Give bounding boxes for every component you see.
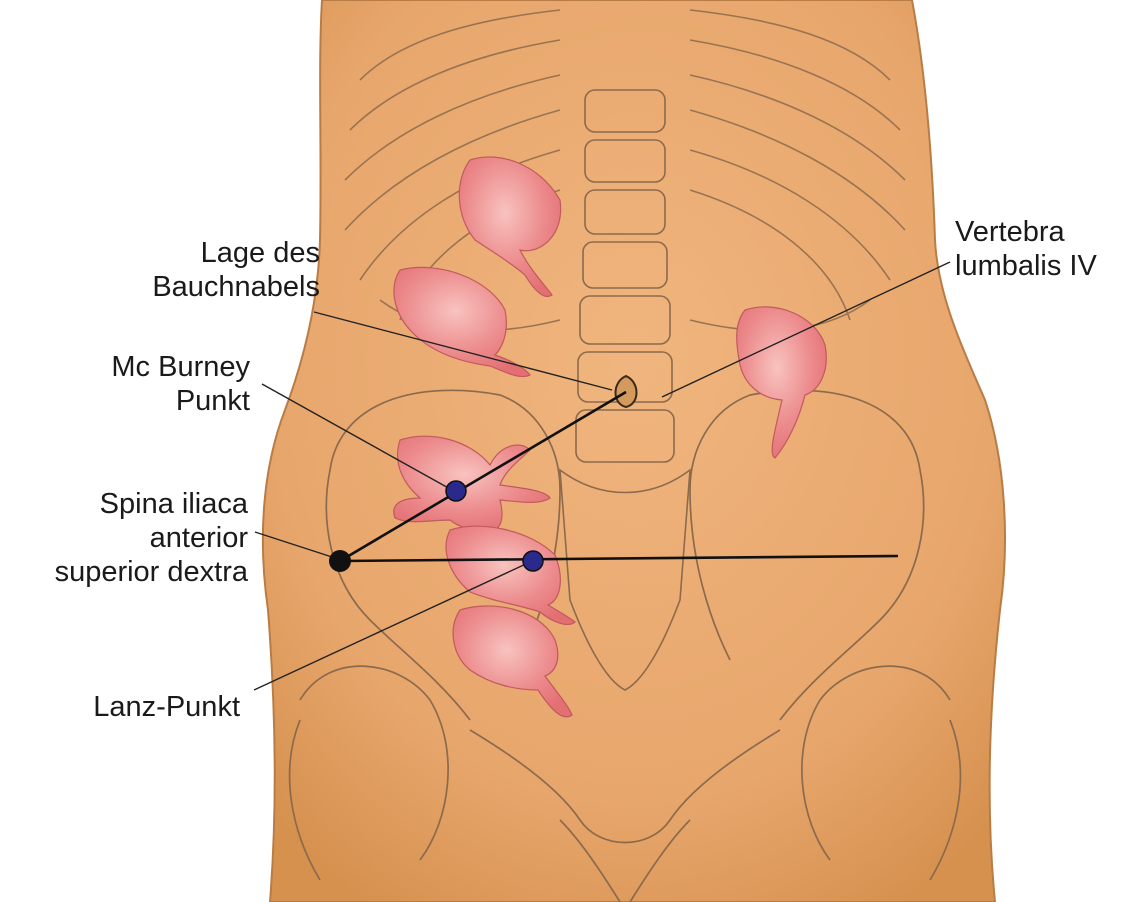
spina-iliaca-point (329, 550, 351, 572)
label-mcburney: Mc Burney Punkt (60, 350, 250, 418)
lanz-point (523, 551, 543, 571)
label-mcburney-line1: Mc Burney (60, 350, 250, 384)
label-spina-line3: superior dextra (8, 555, 248, 589)
label-navel-line2: Bauchnabels (150, 270, 320, 304)
label-navel-line1: Lage des (150, 236, 320, 270)
label-lanz-line1: Lanz-Punkt (30, 690, 240, 724)
label-spina: Spina iliaca anterior superior dextra (8, 487, 248, 589)
label-navel: Lage des Bauchnabels (150, 236, 320, 304)
label-lanz: Lanz-Punkt (30, 690, 240, 724)
label-vertebra: Vertebra lumbalis IV (955, 215, 1130, 283)
label-spina-line2: anterior (8, 521, 248, 555)
label-mcburney-line2: Punkt (60, 384, 250, 418)
torso-silhouette (263, 0, 1005, 902)
mcburney-point (446, 481, 466, 501)
label-spina-line1: Spina iliaca (8, 487, 248, 521)
label-vertebra-line2: lumbalis IV (955, 249, 1130, 283)
label-vertebra-line1: Vertebra (955, 215, 1130, 249)
navel-shape (616, 376, 637, 407)
